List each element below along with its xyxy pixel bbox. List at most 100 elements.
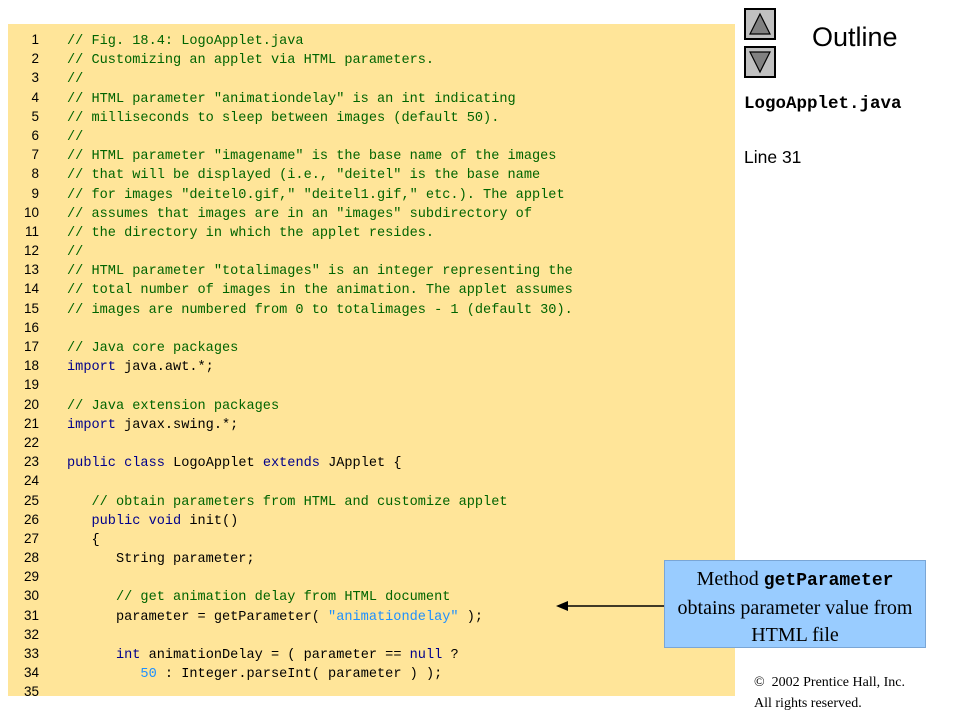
code-line: 32 — [8, 625, 573, 644]
code-token-comment: // images are numbered from 0 to totalim… — [67, 302, 573, 318]
line-reference: Line 31 — [744, 147, 802, 167]
code-token-comment: // — [67, 245, 84, 261]
callout-text: obtains parameter value from HTML file — [677, 597, 913, 646]
line-number: 28 — [23, 550, 39, 566]
code-line: 4 // HTML parameter "animationdelay" is a… — [8, 88, 573, 107]
line-number: 4 — [31, 89, 39, 105]
line-number: 33 — [23, 646, 39, 661]
code-token-plain — [67, 667, 140, 682]
code-line: 24 — [8, 471, 573, 490]
line-number: 7 — [31, 147, 39, 163]
code-line: 22 — [8, 433, 573, 452]
code-line: 19 — [8, 375, 573, 394]
code-token-plain: ? — [442, 648, 459, 663]
code-line: 1 // Fig. 18.4: LogoApplet.java — [8, 30, 573, 49]
code-token-plain: ); — [458, 609, 484, 625]
code-token-comment: // HTML parameter "animationdelay" is an… — [67, 91, 516, 107]
line-number: 1 — [31, 32, 39, 47]
line-number: 24 — [23, 473, 39, 489]
code-line: 27 { — [8, 529, 573, 548]
line-number: 11 — [24, 223, 39, 239]
triangle-up-icon — [749, 12, 771, 35]
line-number: 17 — [23, 339, 39, 354]
code-line: 10// assumes that images are in an "imag… — [8, 203, 573, 222]
line-number: 5 — [31, 108, 39, 124]
code-line: 33 int animationDelay = ( parameter == n… — [8, 644, 573, 663]
line-number: 21 — [23, 415, 39, 431]
code-token-comment: // obtain parameters from HTML and custo… — [67, 494, 508, 510]
code-token-keyword: public class — [67, 456, 165, 472]
code-token-comment: // HTML parameter "totalimages" is an in… — [67, 264, 573, 280]
code-token-keyword: import — [67, 360, 116, 376]
code-line: 30 // get animation delay from HTML docu… — [8, 586, 573, 605]
previous-slide-button[interactable] — [744, 8, 776, 40]
callout-box: Method getParameter obtains parameter va… — [664, 560, 926, 648]
line-number: 31 — [23, 607, 39, 623]
callout-prefix: Method — [696, 568, 764, 590]
code-line: 31 parameter = getParameter( "animationd… — [8, 606, 573, 625]
line-number: 12 — [23, 243, 39, 259]
code-token-keyword: int — [115, 648, 141, 663]
code-token-comment: // Fig. 18.4: LogoApplet.java — [67, 34, 304, 49]
triangle-down-icon — [749, 51, 771, 74]
line-number: 22 — [23, 434, 39, 450]
line-number: 8 — [31, 166, 39, 182]
code-token-comment: // Java core packages — [67, 341, 239, 356]
code-token-plain: LogoApplet — [164, 456, 263, 472]
code-token-comment: // total number of images in the animati… — [67, 283, 573, 299]
line-number: 32 — [23, 626, 39, 642]
code-line: 5 // milliseconds to sleep between images… — [8, 107, 573, 126]
code-line: 14 // total number of images in the anima… — [8, 279, 573, 298]
code-line: 12 // — [8, 241, 573, 260]
line-number: 14 — [23, 281, 39, 297]
code-line: 15 // images are numbered from 0 to total… — [8, 299, 573, 318]
code-token-plain: JApplet { — [319, 456, 402, 472]
next-slide-button[interactable] — [744, 46, 776, 78]
file-name: LogoApplet.java — [744, 94, 902, 114]
line-number: 15 — [23, 300, 39, 316]
code-token-string: "animationdelay" — [328, 609, 459, 625]
code-line: 25 // obtain parameters from HTML and cu… — [8, 491, 573, 510]
line-number: 20 — [23, 396, 39, 412]
code-line: 29 — [8, 567, 573, 586]
code-line: 6// — [8, 126, 573, 145]
code-token-plain — [67, 648, 116, 663]
code-token-comment: // the directory in which the applet res… — [67, 225, 435, 241]
code-token-plain: init() — [181, 513, 239, 529]
code-line: 8 // that will be displayed (i.e., "deite… — [8, 164, 573, 183]
outline-title[interactable]: Outline — [812, 22, 898, 52]
code-line: 13 // HTML parameter "totalimages" is an … — [8, 260, 573, 279]
code-line: 2// Customizing an applet via HTML param… — [8, 49, 573, 68]
callout-arrow — [556, 601, 666, 611]
code-line: 16 — [8, 318, 573, 337]
code-token-comment: // — [67, 129, 84, 145]
code-line: 20// Java extension packages — [8, 395, 573, 414]
code-token-keyword: extends — [262, 456, 320, 472]
code-line: 7// HTML parameter "imagename" is the ba… — [8, 145, 573, 164]
line-number: 3 — [31, 70, 39, 86]
code-token-number: 50 — [140, 667, 157, 683]
code-line: 17 // Java core packages — [8, 337, 573, 356]
code-token-plain: java.awt.*; — [115, 360, 214, 376]
code-token-comment: // that will be displayed (i.e., "deitel… — [67, 168, 541, 184]
code-line: 34 50 : Integer.parseInt( parameter ) ); — [8, 663, 573, 682]
line-number: 9 — [31, 185, 39, 201]
code-token-keyword: public void — [91, 513, 182, 529]
code-token-comment: // milliseconds to sleep between images … — [67, 110, 500, 126]
code-token-keyword: null — [409, 648, 443, 663]
copyright-line-1: 2002 Prentice Hall, Inc. — [771, 675, 905, 690]
code-line: 9// for images "deitel0.gif," "deitel1.g… — [8, 184, 573, 203]
line-number: 30 — [23, 588, 39, 604]
code-line: 35 — [8, 682, 573, 701]
code-line: 28 String parameter; — [8, 548, 573, 567]
line-number: 16 — [23, 319, 39, 335]
code-line: 11 // the directory in which the applet r… — [8, 222, 573, 241]
code-line: 3// — [8, 68, 573, 87]
line-number: 26 — [23, 511, 39, 527]
line-number: 13 — [23, 262, 39, 278]
code-token-comment: // get animation delay from HTML documen… — [67, 590, 451, 606]
code-token-plain: { — [67, 532, 100, 548]
